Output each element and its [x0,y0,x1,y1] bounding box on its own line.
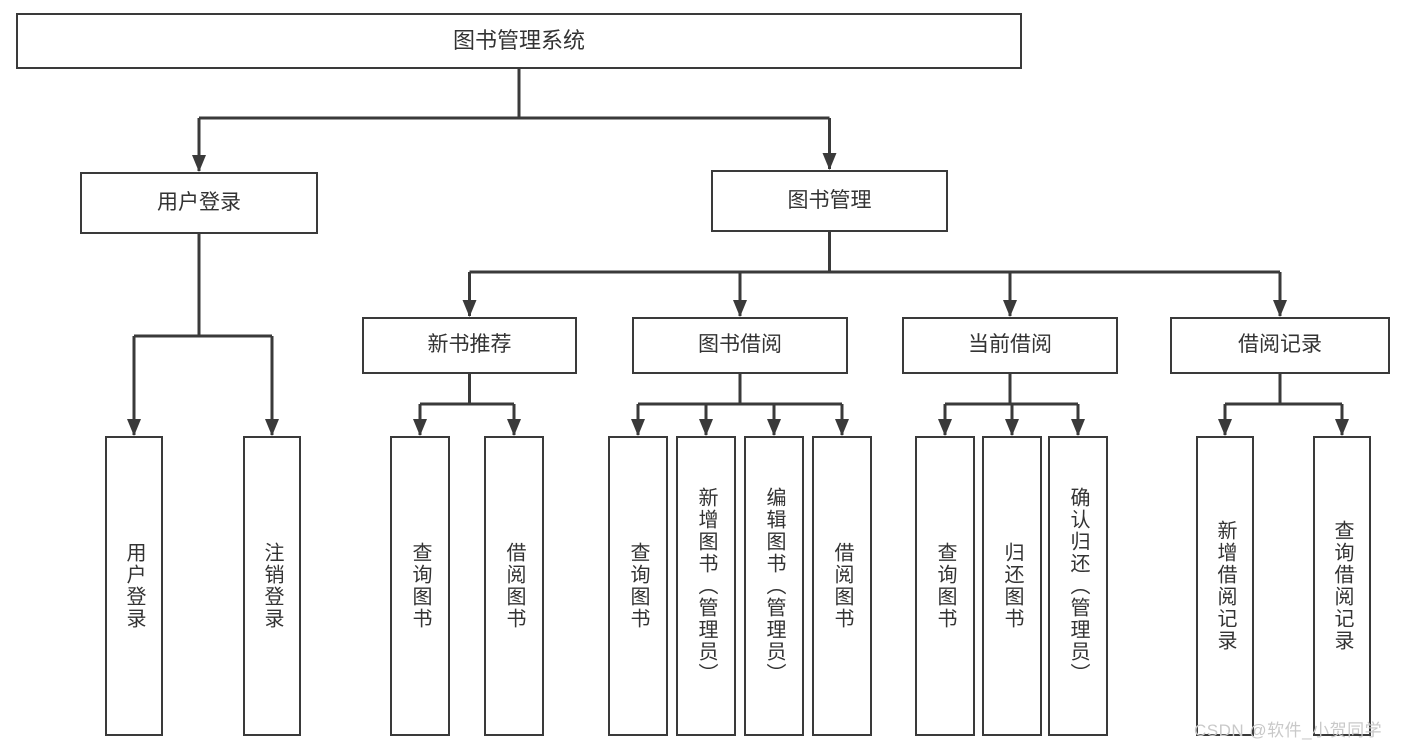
node-label: 借阅记录 [1238,333,1322,357]
arrowhead-icon [265,419,279,436]
node-label: 用户登录 [123,542,145,630]
arrowhead-icon [938,419,952,436]
node-label: 图书管理系统 [452,28,585,54]
node-leaf-query-book-2[interactable]: 查询图书 [608,436,668,736]
arrowhead-icon [507,419,521,436]
arrowhead-icon [767,419,781,436]
node-label: 查询图书 [409,542,431,630]
node-leaf-confirm-return[interactable]: 确认归还（管理员） [1048,436,1108,736]
node-leaf-query-book-3[interactable]: 查询图书 [915,436,975,736]
arrowhead-icon [822,153,837,170]
node-borrow-record[interactable]: 借阅记录 [1170,317,1390,374]
node-label: 归还图书 [1001,542,1023,630]
node-label: 新增借阅记录 [1214,520,1236,652]
node-book-borrow[interactable]: 图书借阅 [632,317,848,374]
node-user-login[interactable]: 用户登录 [80,172,318,234]
node-label: 注销登录 [261,542,283,630]
node-label: 确认归还（管理员） [1067,487,1089,685]
node-label: 用户登录 [157,190,241,214]
node-label: 借阅图书 [503,542,525,630]
node-new-book-rec[interactable]: 新书推荐 [362,317,577,374]
arrowhead-icon [1003,300,1017,317]
node-label: 查询图书 [627,542,649,630]
arrowhead-icon [1005,419,1019,436]
node-label: 编辑图书（管理员） [763,487,785,685]
node-leaf-borrow-book-1[interactable]: 借阅图书 [484,436,544,736]
node-label: 新书推荐 [427,333,512,357]
node-leaf-edit-book[interactable]: 编辑图书（管理员） [744,436,804,736]
node-label: 查询借阅记录 [1331,520,1353,652]
arrowhead-icon [192,155,206,172]
node-label: 新增图书（管理员） [695,487,717,685]
arrowhead-icon [1218,419,1232,436]
node-label: 当前借阅 [968,333,1052,357]
arrowhead-icon [631,419,645,436]
arrowhead-icon [127,419,141,436]
node-leaf-user-login[interactable]: 用户登录 [105,436,163,736]
node-root[interactable]: 图书管理系统 [16,13,1022,69]
arrowhead-icon [413,419,427,436]
arrowhead-icon [1335,419,1349,436]
node-leaf-add-record[interactable]: 新增借阅记录 [1196,436,1254,736]
node-leaf-borrow-book-2[interactable]: 借阅图书 [812,436,872,736]
node-current-borrow[interactable]: 当前借阅 [902,317,1118,374]
watermark: CSDN @软件_小贺同学 [1194,721,1383,740]
node-label: 查询图书 [934,542,956,630]
node-leaf-return-book[interactable]: 归还图书 [982,436,1042,736]
node-book-manage[interactable]: 图书管理 [711,170,948,232]
arrowhead-icon [699,419,713,436]
node-leaf-query-book-1[interactable]: 查询图书 [390,436,450,736]
arrowhead-icon [835,419,849,436]
node-label: 图书管理 [787,188,872,212]
node-label: 借阅图书 [831,542,853,630]
node-leaf-user-logout[interactable]: 注销登录 [243,436,301,736]
arrowhead-icon [1071,419,1085,436]
node-leaf-query-record[interactable]: 查询借阅记录 [1313,436,1371,736]
node-label: 图书借阅 [698,333,782,357]
arrowhead-icon [462,300,477,317]
node-leaf-add-book[interactable]: 新增图书（管理员） [676,436,736,736]
arrowhead-icon [733,300,747,317]
arrowhead-icon [1273,300,1287,317]
